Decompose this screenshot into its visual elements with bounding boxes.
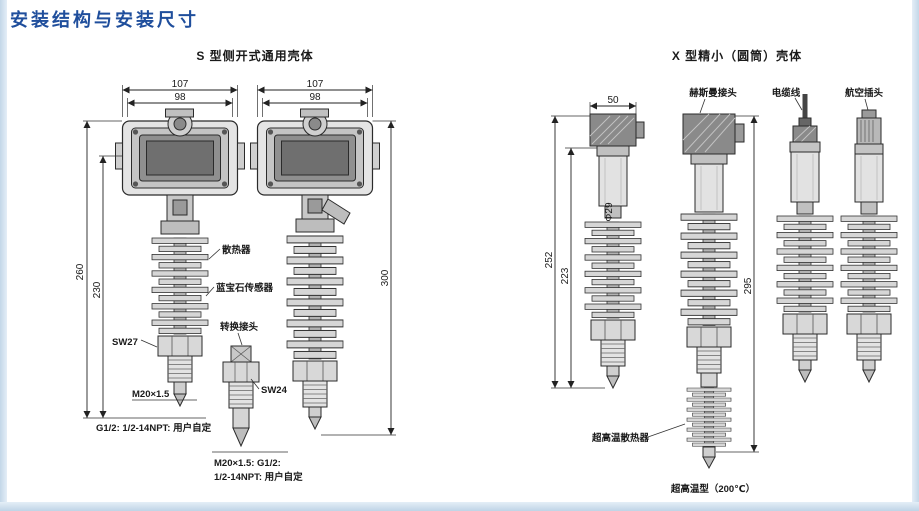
- dimensions-b: 107 98 300: [257, 79, 396, 436]
- hex-nut-x1: [590, 319, 636, 341]
- hex-nut-sw24: [222, 361, 260, 383]
- dim-260: 260: [75, 263, 86, 280]
- adapter-tip: [232, 427, 250, 448]
- sensor-tip-x2: [702, 456, 716, 470]
- thread-adapter: [228, 381, 254, 409]
- thread-x2: [696, 346, 722, 374]
- hex-nut-sw27: [157, 335, 203, 357]
- dim-252: 252: [544, 251, 555, 268]
- sensor-tip-b: [308, 416, 322, 431]
- cable-entry-b: [321, 198, 351, 225]
- hex-nut-x3: [782, 313, 828, 335]
- uht-heatsink-fins: [686, 387, 732, 447]
- transmitter-x2: 295 超高温散热器 超高温型（200℃）: [591, 113, 759, 495]
- cylinder-body-x2: [694, 163, 724, 213]
- heatsink-fins-x2: [680, 213, 738, 326]
- label-uht-type: 超高温型（200℃）: [670, 483, 755, 495]
- dim-phi29: Φ29: [604, 202, 615, 222]
- dim-230: 230: [92, 281, 103, 298]
- sensor-tip-x1: [606, 375, 620, 390]
- label-adapter: 转换接头: [220, 321, 259, 333]
- callouts: 散热器 蓝宝石传感器 转换接头: [205, 244, 274, 346]
- transmitter-x1: 50 Φ29 252: [544, 95, 645, 390]
- housing-a: [114, 108, 246, 196]
- dimensions-a: 107 98 260 230 SW27 M20×1.5 G1/2: 1/2-14…: [75, 79, 238, 434]
- s-type-section: S 型侧开式通用壳体 107: [75, 48, 396, 483]
- dim-98-b: 98: [309, 92, 321, 103]
- cylinder-body-x1: [598, 155, 628, 207]
- label-uht-heatsink: 超高温散热器: [591, 432, 650, 444]
- dim-50: 50: [607, 95, 619, 106]
- label-sapphire-sensor: 蓝宝石传感器: [216, 282, 274, 294]
- page-border-right: [912, 0, 919, 511]
- label-aviation-plug: 航空插头: [845, 87, 884, 99]
- transmitter-x3: [776, 94, 834, 384]
- page-border-left: [0, 0, 7, 511]
- s-type-heading: S 型侧开式通用壳体: [196, 48, 313, 63]
- label-cable: 电缆线: [772, 87, 801, 99]
- connector-block-x1: [589, 113, 637, 147]
- thread-x1: [600, 339, 626, 367]
- label-g12-line: G1/2: 1/2-14NPT: 用户自定: [96, 422, 212, 434]
- label-sw24: SW24: [261, 385, 288, 396]
- dim-98-a: 98: [174, 92, 186, 103]
- heatsink-fins-b: [286, 235, 344, 360]
- dim-295: 295: [743, 277, 754, 294]
- hex-nut-x2: [686, 326, 732, 348]
- transmitter-x4: [840, 109, 898, 384]
- thread-x3: [792, 333, 818, 361]
- thread-m20-a: [167, 355, 193, 383]
- housing-b: [249, 108, 381, 196]
- transmitter-side-open-a: [114, 108, 246, 408]
- label-m20-a: M20×1.5: [132, 389, 170, 400]
- dim-300: 300: [380, 269, 391, 286]
- heatsink-fins-x4: [840, 215, 898, 313]
- thread-m20-b: [302, 380, 328, 408]
- heatsink-fins-a: [151, 237, 209, 335]
- sensor-tip-x4: [862, 369, 876, 384]
- heatsink-fins-x3: [776, 215, 834, 313]
- cylinder-body-x4: [854, 153, 884, 203]
- dim-223: 223: [560, 267, 571, 284]
- transmitter-side-open-b: [249, 108, 381, 431]
- x-type-section: X 型精小（圆筒）壳体 赫斯曼接头 电缆线 航空插头 50: [544, 48, 898, 495]
- cable-gland: [792, 125, 818, 143]
- dim-107-a: 107: [172, 79, 189, 90]
- label-sw27: SW27: [112, 337, 138, 348]
- cylinder-body-x3: [790, 151, 820, 203]
- sensor-tip-x3: [798, 369, 812, 384]
- label-heatsink: 散热器: [222, 244, 251, 256]
- dim-107-b: 107: [307, 79, 324, 90]
- page-border-bottom: [0, 502, 919, 511]
- label-npt-line: 1/2-14NPT: 用户自定: [214, 471, 303, 483]
- conversion-adapter: SW24 M20×1.5: G1/2: 1/2-14NPT: 用户自定: [212, 345, 303, 483]
- page-title: 安装结构与安装尺寸: [10, 10, 199, 30]
- label-hirschmann: 赫斯曼接头: [689, 87, 737, 99]
- hex-nut-x4: [846, 313, 892, 335]
- heatsink-fins-x1: [584, 221, 642, 319]
- x-type-heading: X 型精小（圆筒）壳体: [672, 48, 802, 63]
- hex-nut-b: [292, 360, 338, 382]
- label-m20-g12: M20×1.5: G1/2:: [214, 458, 281, 469]
- thread-x4: [856, 333, 882, 361]
